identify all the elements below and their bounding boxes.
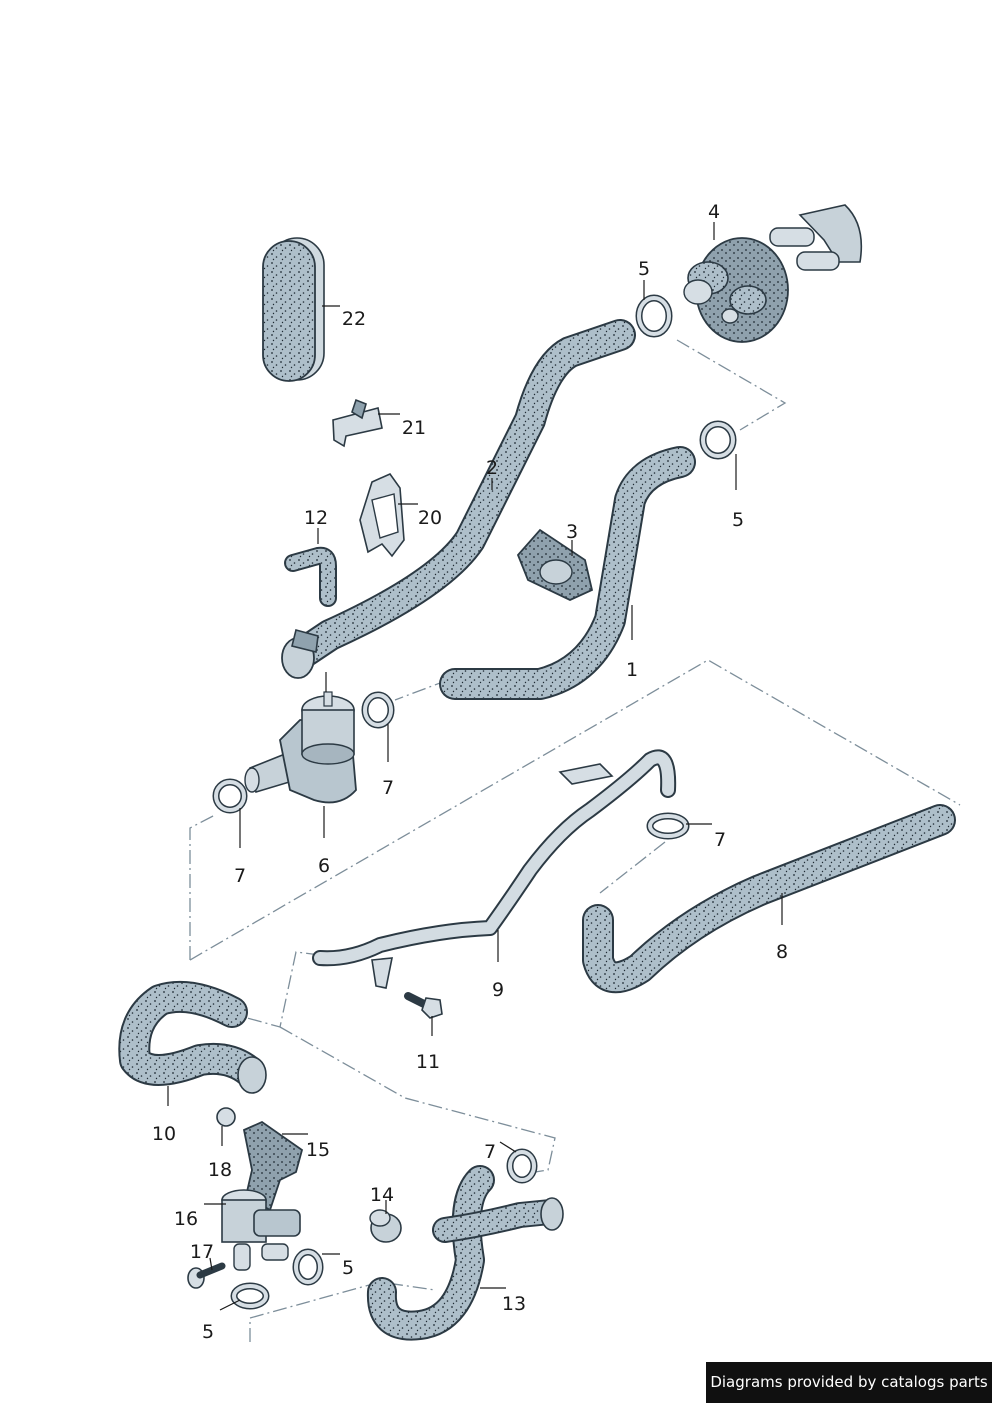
part-2-hose <box>281 319 636 679</box>
label-part-5-bottom: 5 <box>202 1321 214 1343</box>
leader-lines <box>167 222 783 1311</box>
label-part-10: 10 <box>152 1123 176 1145</box>
label-part-21: 21 <box>402 417 426 439</box>
part-7-clamp-bottom <box>506 1148 538 1184</box>
part-5-clamp-top <box>635 294 673 338</box>
part-12-hose <box>284 546 337 607</box>
label-part-3: 3 <box>566 521 578 543</box>
label-part-18: 18 <box>208 1159 232 1181</box>
connection-lines <box>189 339 961 1342</box>
part-5-clamp-bottom-right <box>292 1248 324 1286</box>
label-part-9: 9 <box>492 979 504 1001</box>
label-part-13: 13 <box>502 1293 526 1315</box>
label-part-17: 17 <box>190 1241 214 1263</box>
part-18-nut <box>216 1107 236 1127</box>
part-13-hose <box>366 1165 564 1341</box>
part-9-pipe <box>312 749 677 989</box>
label-part-7-mid: 7 <box>714 829 726 851</box>
label-part-20: 20 <box>418 507 442 529</box>
part-numbers: 4 5 22 21 2 20 5 12 3 1 7 7 6 7 8 9 11 1… <box>152 201 788 1343</box>
part-10-hose <box>118 980 267 1094</box>
part-1-hose <box>439 446 696 700</box>
label-part-5-top: 5 <box>638 258 650 280</box>
part-3-grommet <box>516 528 594 601</box>
label-part-1: 1 <box>626 659 638 681</box>
label-part-6: 6 <box>318 855 330 877</box>
part-16-pump <box>221 1189 301 1271</box>
part-7-clamp-left <box>212 778 248 814</box>
label-part-7-valve: 7 <box>382 777 394 799</box>
part-11-bolt <box>404 992 443 1019</box>
label-part-11: 11 <box>416 1051 440 1073</box>
part-14-cap <box>369 1209 402 1243</box>
label-part-14: 14 <box>370 1184 394 1206</box>
part-17-bolt <box>187 1262 226 1289</box>
label-part-15: 15 <box>306 1139 330 1161</box>
label-part-7-left: 7 <box>234 865 246 887</box>
label-part-5-pump: 5 <box>342 1257 354 1279</box>
part-15-bracket <box>242 1120 304 1212</box>
part-20-bracket <box>359 473 405 558</box>
part-6-valve <box>244 691 357 804</box>
label-part-7-bottom: 7 <box>484 1141 496 1163</box>
part-7-clamp-valve <box>361 691 395 729</box>
label-part-5-right: 5 <box>732 509 744 531</box>
label-part-22: 22 <box>342 308 366 330</box>
part-4-grommet <box>683 204 863 343</box>
label-part-16: 16 <box>174 1208 198 1230</box>
part-5-clamp-bottom-left <box>230 1282 270 1310</box>
label-part-12: 12 <box>304 507 328 529</box>
label-part-2: 2 <box>486 457 498 479</box>
label-part-8: 8 <box>776 941 788 963</box>
part-22-cover <box>262 237 325 382</box>
label-part-4: 4 <box>708 201 720 223</box>
part-8-hose <box>582 804 956 994</box>
part-7-clamp-mid <box>646 812 690 840</box>
part-5-clamp-right <box>699 420 737 460</box>
credit-banner: Diagrams provided by catalogs parts <box>706 1362 992 1403</box>
part-21-clip <box>332 398 383 448</box>
